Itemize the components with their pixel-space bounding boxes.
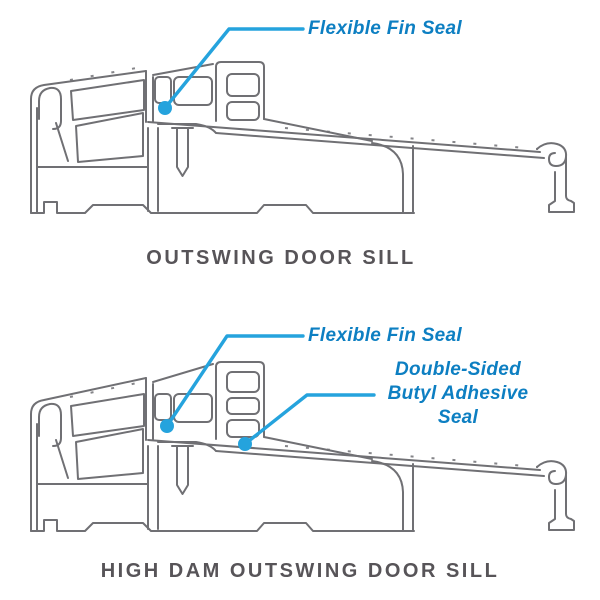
callout-dot xyxy=(238,437,252,451)
high-dam-fin-seal-callout xyxy=(160,334,305,433)
caption-outswing-door-sill: OUTSWING DOOR SILL xyxy=(146,247,416,269)
outswing-fin-seal-callout xyxy=(158,27,305,115)
callout-dot xyxy=(158,101,172,115)
label-flexible-fin-seal-bottom: Flexible Fin Seal xyxy=(308,325,462,346)
butyl-seal-callout xyxy=(238,393,376,451)
label-butyl-adhesive-seal: Double-Sided Butyl Adhesive Seal xyxy=(387,359,529,428)
callout-dot xyxy=(160,419,174,433)
outswing-sill-drawing xyxy=(30,61,575,214)
label-flexible-fin-seal-top: Flexible Fin Seal xyxy=(308,18,462,39)
leader-line xyxy=(163,27,305,110)
leader-line xyxy=(165,334,305,428)
leader-line xyxy=(243,393,376,446)
caption-high-dam-outswing-door-sill: HIGH DAM OUTSWING DOOR SILL xyxy=(100,560,500,582)
